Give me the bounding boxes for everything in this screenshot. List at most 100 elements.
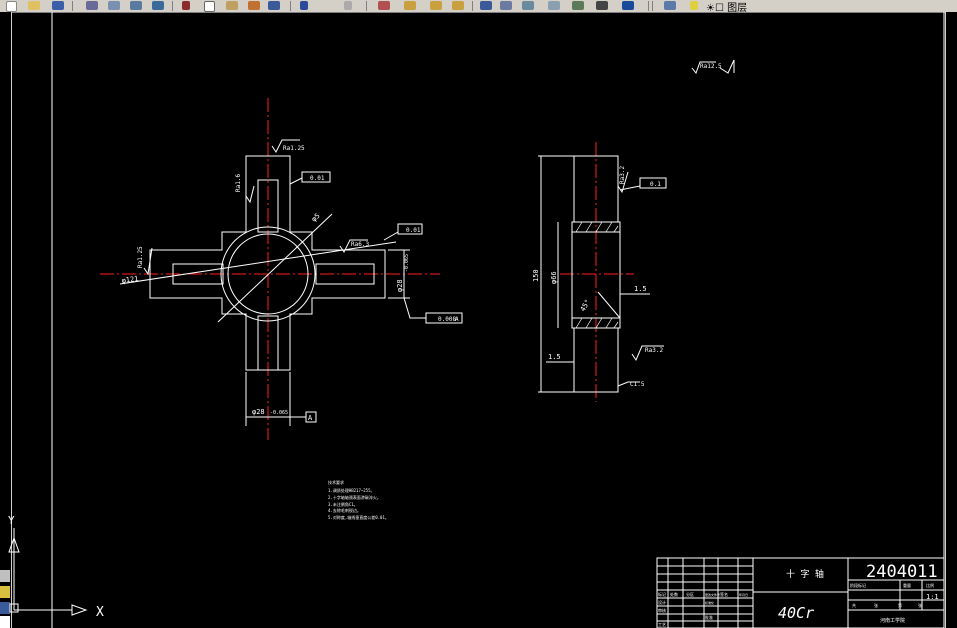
- properties-icon[interactable]: [480, 1, 492, 10]
- sheet-set-icon[interactable]: [548, 1, 560, 10]
- block-editor-icon[interactable]: [268, 1, 280, 10]
- paste-icon[interactable]: [226, 1, 238, 10]
- dim-phi66-label: φ66: [550, 271, 558, 284]
- rough-left-label: Ra1.25: [137, 246, 144, 268]
- undo-icon[interactable]: [300, 1, 308, 10]
- redo-icon[interactable]: [344, 1, 352, 10]
- row-label: 处数: [670, 591, 678, 597]
- scale: 1:1: [926, 593, 939, 601]
- tol-upper-label: 0.1: [650, 181, 661, 188]
- left-view-labels: φ5 φ121 φ28 -0.065 φ28 -0.065 A Ra1.25 R…: [121, 145, 459, 422]
- mid-label: 批准: [705, 614, 713, 620]
- tol-upper-frame: [639, 177, 667, 189]
- chamfer-label: C1.5: [630, 381, 645, 388]
- sheet-label: 张: [918, 602, 922, 608]
- new-icon[interactable]: [6, 1, 17, 12]
- arm-left-groove: [172, 263, 224, 285]
- layer-icon[interactable]: [664, 1, 676, 10]
- dim-phi-top-label: φ5: [310, 212, 322, 224]
- hatch-top: [575, 221, 619, 233]
- toolbar-separator: [172, 1, 173, 11]
- help-icon[interactable]: [622, 1, 634, 10]
- dim-1-5-top-label: 1.5: [634, 285, 647, 293]
- ucs-y-label: Y: [8, 514, 15, 527]
- roughness-symbol-left-upper: [245, 185, 255, 204]
- rough-upper-label: Ra3.2: [619, 166, 626, 184]
- publish-icon[interactable]: [152, 1, 164, 10]
- cross-outline: [149, 155, 386, 371]
- zoom-icon[interactable]: [404, 1, 416, 10]
- dim-phi28-right-label: φ28: [396, 279, 404, 292]
- copy-icon[interactable]: [204, 1, 215, 12]
- pos-tol-leader: [403, 297, 426, 319]
- calc-icon[interactable]: [596, 1, 608, 10]
- row-label: 年月日: [739, 592, 748, 597]
- datum-a-box: [305, 411, 317, 423]
- dim-phi121-label: φ121: [121, 275, 139, 285]
- perp-tol-leader: [289, 177, 303, 185]
- right-view-labels: 150 φ66 1.5 1.5 45° Ra3.2 Ra3.2 0.1 C1.5: [532, 166, 663, 388]
- mid-label: 标准化: [705, 600, 714, 605]
- layer-dropdown[interactable]: ☀☐ 图层: [706, 3, 748, 13]
- save-icon[interactable]: [52, 1, 64, 10]
- sheet-label: 第: [898, 602, 902, 608]
- pos-datum-label: A: [455, 316, 459, 323]
- left-label: 工艺: [658, 622, 666, 627]
- left-view: [100, 98, 463, 440]
- rough-left-upper-label: Ra1.6: [235, 174, 242, 192]
- perp-tol-label: 0.01: [310, 175, 325, 182]
- row-label: 标记: [658, 591, 666, 597]
- zoom-previous-icon[interactable]: [452, 1, 464, 10]
- toolbar-separator: [290, 1, 291, 11]
- design-center-icon[interactable]: [500, 1, 512, 10]
- zoom-window-icon[interactable]: [430, 1, 442, 10]
- plot-icon[interactable]: [130, 1, 142, 10]
- pan-icon[interactable]: [378, 1, 390, 10]
- toolbar-separator: [648, 1, 649, 11]
- match-icon[interactable]: [248, 1, 260, 10]
- dim-1-5-bottom-label: 1.5: [548, 353, 561, 361]
- toolbar-separator: [472, 1, 473, 11]
- tech-note-line: 2.十字轴轴颈表面渗碳淬火。: [328, 494, 381, 500]
- tol-bottom-label: -0.065: [270, 410, 288, 416]
- sheet-label: 张: [874, 602, 878, 608]
- row-label: 更改文件号: [705, 592, 720, 597]
- drawing-number: 2404011: [866, 562, 938, 582]
- roughness-note-symbol: [691, 61, 716, 75]
- roughness-note-check: [719, 59, 735, 74]
- sheet-label: 共: [852, 602, 856, 608]
- right-header: 重量: [903, 582, 911, 588]
- print-icon[interactable]: [86, 1, 98, 10]
- cut-icon[interactable]: [182, 1, 190, 10]
- ucs-x-label: X: [96, 605, 104, 620]
- model-tab-icon[interactable]: [0, 616, 10, 628]
- datum-a-label: A: [308, 414, 313, 422]
- pos-tol-frame: [425, 312, 463, 324]
- draw-toolbar-handle[interactable]: [0, 570, 10, 582]
- chamfer-leader: [617, 381, 640, 387]
- perp-tol-frame: [301, 171, 331, 183]
- roughness-symbol-right: [339, 239, 368, 253]
- title-block: [656, 557, 945, 628]
- roughness-symbol-lower: [631, 345, 664, 362]
- roughness-symbol-left: [143, 247, 153, 276]
- left-panel: [0, 12, 12, 628]
- roughness-symbol-upper: [617, 171, 629, 194]
- lightbulb-icon[interactable]: [690, 1, 698, 10]
- dim-45-label: 45°: [579, 298, 592, 313]
- hub-inner-circle: [227, 233, 309, 315]
- tol-upper-leader: [619, 185, 641, 191]
- open-icon[interactable]: [28, 1, 40, 10]
- left-label: 设计: [658, 599, 666, 605]
- tool-palettes-icon[interactable]: [522, 1, 534, 10]
- layout-tab-icon[interactable]: [0, 602, 10, 614]
- toolbar-separator: [72, 1, 73, 11]
- tech-notes: 技术要求 1.调质处理HB217~255。 2.十字轴轴颈表面渗碳淬火。 3.未…: [328, 479, 389, 520]
- draw-tool-icon[interactable]: [0, 586, 10, 598]
- pos-tol-label: 0.008: [438, 316, 456, 323]
- preview-icon[interactable]: [108, 1, 120, 10]
- roughness-symbol-top: [271, 139, 300, 153]
- markup-icon[interactable]: [572, 1, 584, 10]
- title-block-text: 十 字 轴 2404011 40Cr 1:1 河南工学院 标记 处数 分区 更改…: [658, 562, 939, 627]
